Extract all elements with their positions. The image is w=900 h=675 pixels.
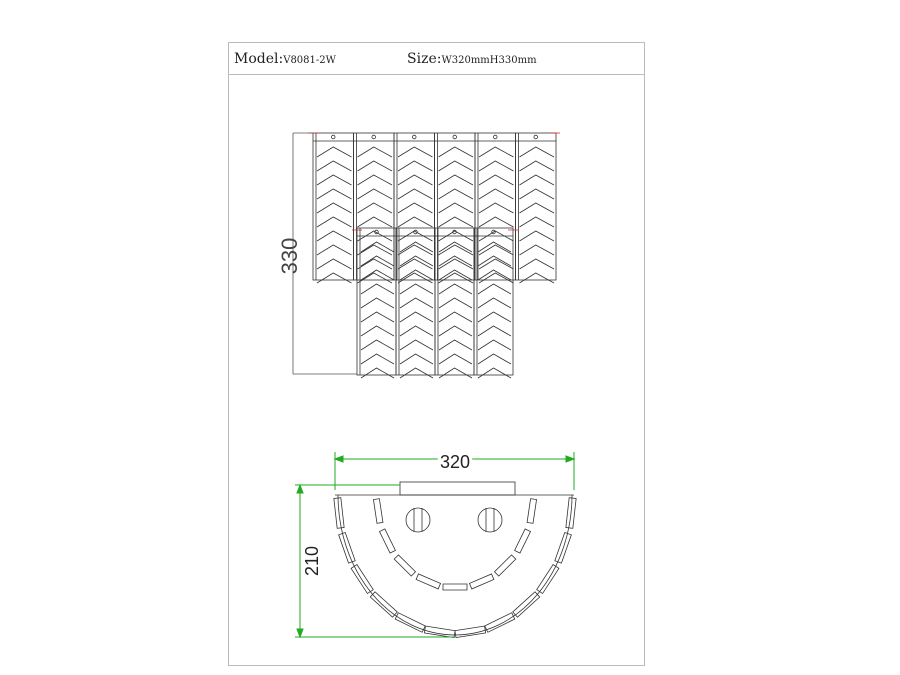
crystal-segment: [372, 498, 384, 524]
crystal-panel: [515, 132, 557, 284]
crystal-segment: [514, 528, 532, 554]
crystal-segment: [393, 554, 417, 577]
title-block: Model:V8081-2W Size:W320mmH330mm: [229, 43, 644, 75]
bulb-socket: [405, 507, 431, 533]
crystal-segment: [333, 497, 345, 529]
crystal-panel: [393, 132, 435, 284]
crystal-segment: [454, 625, 487, 639]
crystal-panel: [312, 132, 354, 284]
crystal-segment: [526, 498, 538, 524]
crystal-segment: [423, 625, 456, 639]
model-value: V8081-2W: [283, 55, 336, 66]
model-field: Model:V8081-2W: [234, 51, 336, 67]
height-dimension: [292, 132, 357, 375]
crystal-panel: [356, 227, 397, 379]
crystal-panel: [434, 227, 475, 379]
width-dimension: [333, 452, 576, 490]
bulb-socket: [477, 507, 503, 533]
size-value: W320mmH330mm: [441, 55, 537, 66]
crystal-segment: [442, 583, 468, 591]
size-field: Size:W320mmH330mm: [407, 51, 537, 67]
model-label: Model:: [234, 51, 284, 67]
height-label: 330: [277, 238, 302, 275]
front-view: [308, 132, 560, 379]
crystal-segment: [484, 612, 516, 633]
crystal-segment: [565, 497, 577, 529]
depth-label: 210: [302, 546, 322, 576]
crystal-segment: [394, 612, 426, 633]
crystal-segment: [468, 573, 495, 590]
width-label: 320: [440, 452, 470, 472]
drawing-sheet: Model:V8081-2W Size:W320mmH330mm: [228, 42, 645, 666]
crystal-panel: [473, 227, 514, 379]
crystal-panel: [353, 132, 395, 284]
crystal-segment: [415, 573, 442, 590]
crystal-segment: [493, 554, 517, 577]
size-label: Size:: [407, 51, 442, 67]
top-view: [333, 481, 577, 639]
depth-dimension: [295, 483, 455, 639]
crystal-segment: [378, 528, 396, 554]
